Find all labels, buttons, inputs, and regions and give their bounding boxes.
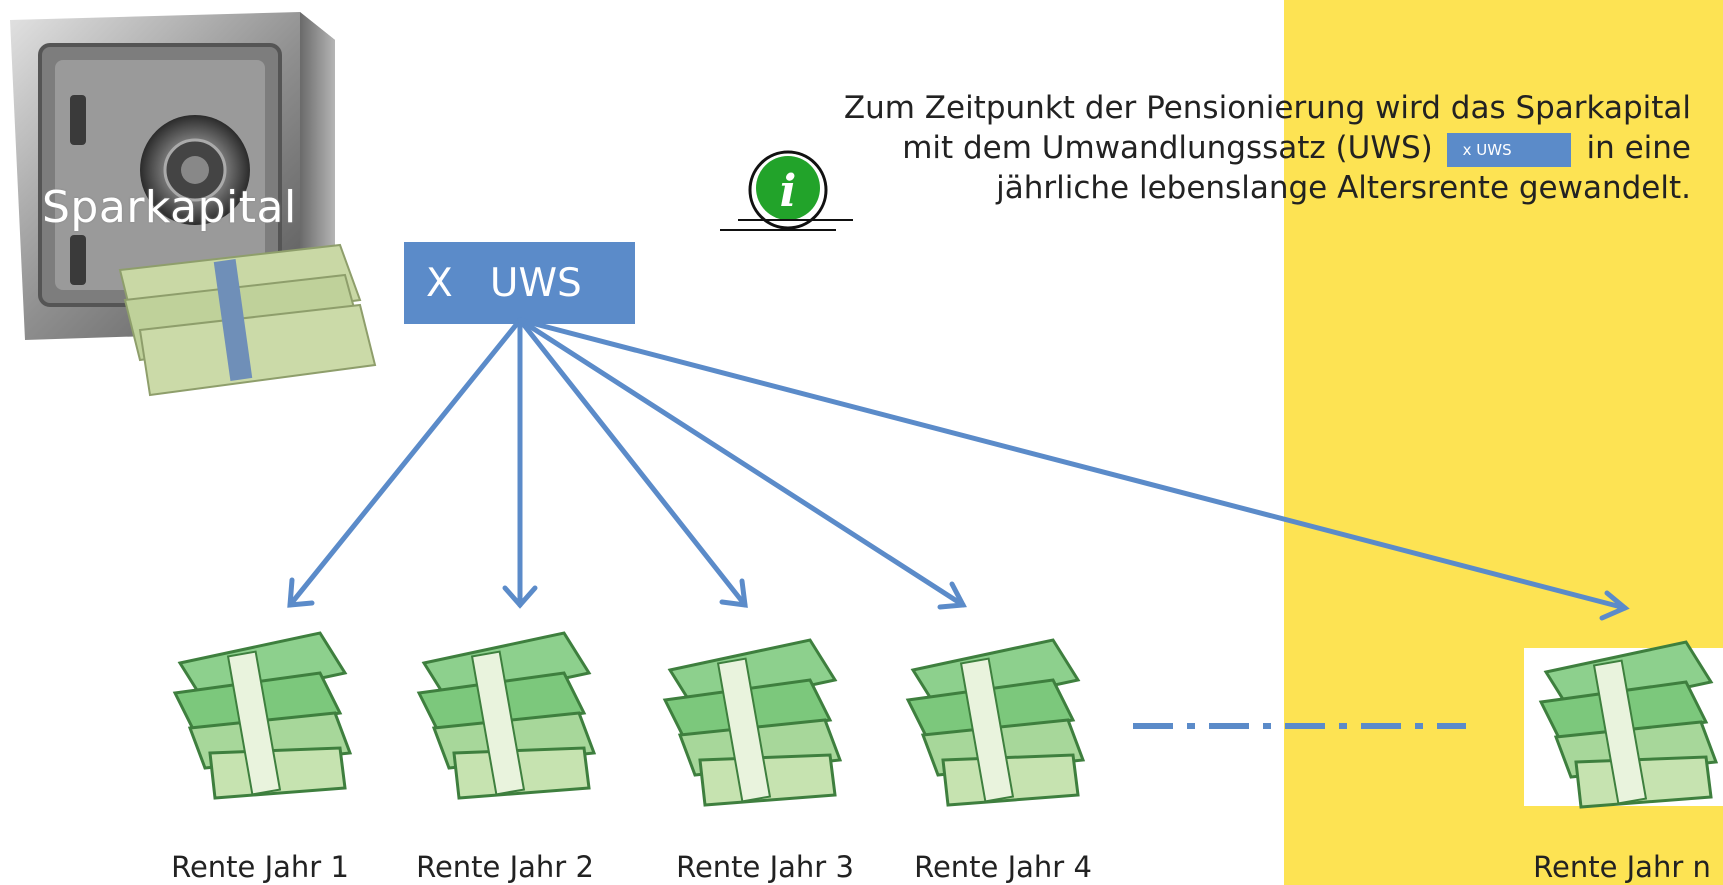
safe-label: Sparkapital [42,182,297,233]
info-line-2: mit dem Umwandlungssatz (UWS) x UWS in e… [711,128,1691,168]
info-text: Zum Zeitpunkt der Pensionierung wird das… [711,88,1691,208]
money-stack-rente-1 [172,631,353,800]
rente-label-4: Rente Jahr 4 [914,850,1092,884]
arrow-to-rente-3 [517,317,748,608]
info-line-2-start: mit dem Umwandlungssatz (UWS) [902,130,1433,166]
arrow-to-rente-4 [517,317,966,608]
rente-label-3: Rente Jahr 3 [676,850,854,884]
uws-box: X UWS [404,242,635,324]
money-stack-rente-2 [416,631,597,800]
info-line-2-end: in eine [1586,130,1691,166]
money-tile-rente-n [1524,640,1723,809]
money-stack-rente-4 [905,638,1086,807]
svg-text:i: i [780,166,797,217]
info-line-1: Zum Zeitpunkt der Pensionierung wird das… [843,90,1691,126]
rente-label-1: Rente Jahr 1 [171,850,349,884]
uws-inline-badge: x UWS [1446,132,1571,167]
rente-label-n: Rente Jahr n [1533,850,1711,884]
info-icon: i [720,150,853,231]
rente-label-2: Rente Jahr 2 [416,850,594,884]
money-stack-rente-n [1538,640,1719,809]
uws-box-label: X UWS [426,260,582,306]
money-stack-rente-3 [662,638,843,807]
info-line-3: jährliche lebenslange Altersrente gewand… [996,170,1691,206]
